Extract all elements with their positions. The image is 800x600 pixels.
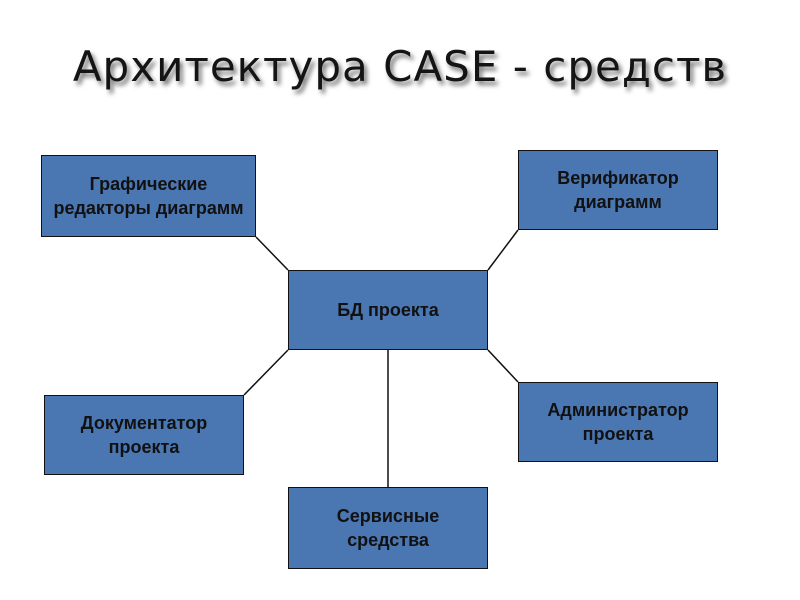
node-project-db: БД проекта <box>288 270 488 350</box>
connector-admin-to-db <box>487 349 519 383</box>
node-verifier-label: Верификатор диаграмм <box>557 167 679 212</box>
node-administrator: Администратор проекта <box>518 382 718 462</box>
connector-graphic-to-db <box>255 236 289 271</box>
slide-title: Архитектура CASE - средств <box>72 42 728 91</box>
node-documenter-label: Документатор проекта <box>80 412 208 457</box>
node-administrator-label: Администратор проекта <box>547 399 689 444</box>
node-graphic-editors-label: Графические редакторы диаграмм <box>53 173 244 218</box>
node-service-tools: Сервисные средства <box>288 487 488 569</box>
node-service-tools-label: Сервисные средства <box>336 505 440 550</box>
connector-verifier-to-db <box>487 229 519 271</box>
node-documenter: Документатор проекта <box>44 395 244 475</box>
connector-documenter-to-db <box>243 349 289 396</box>
node-project-db-label: БД проекта <box>337 299 439 320</box>
node-graphic-editors: Графические редакторы диаграмм <box>41 155 256 237</box>
node-verifier: Верификатор диаграмм <box>518 150 718 230</box>
